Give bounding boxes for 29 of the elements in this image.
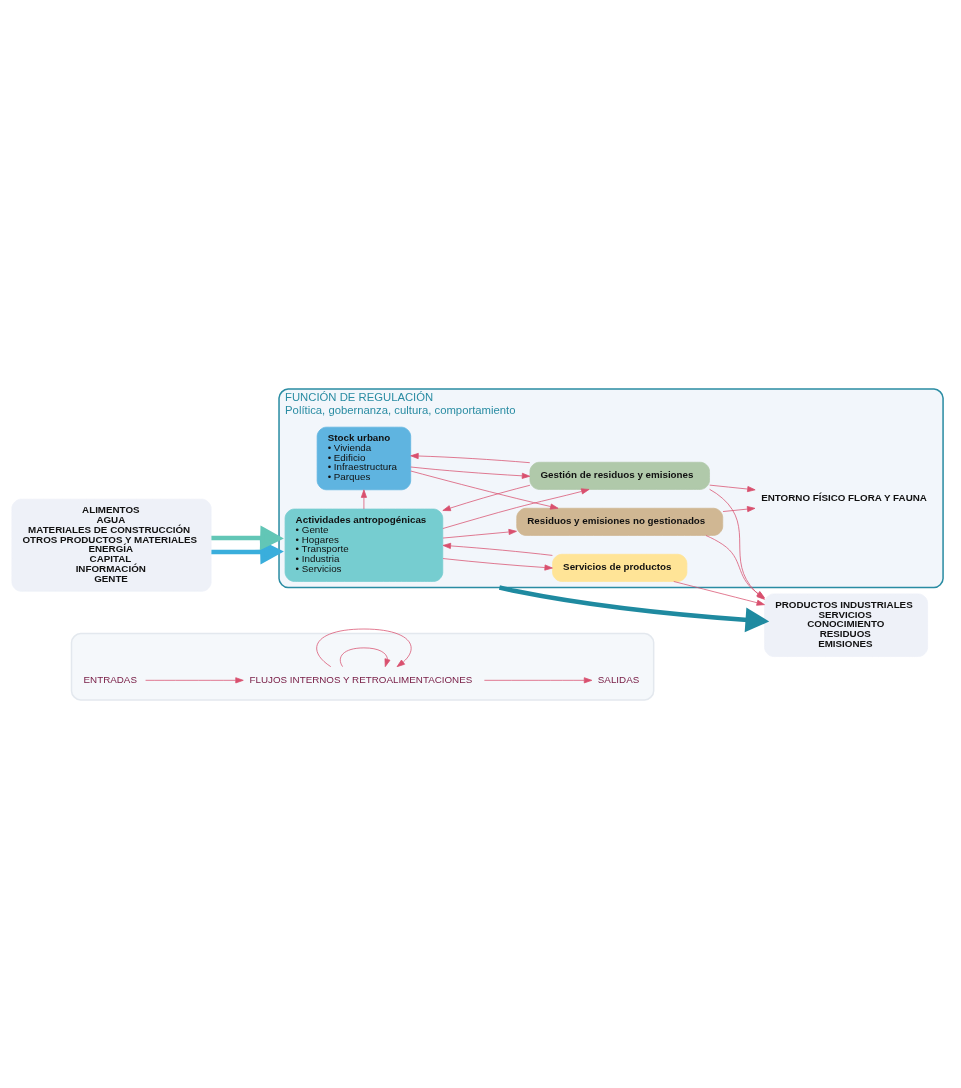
arrow xyxy=(498,584,770,632)
arrow xyxy=(442,484,531,511)
node-box: Stock urbano • Vivienda • Edificio • Infraestructura • Parques xyxy=(316,426,412,490)
arrow xyxy=(410,470,559,509)
arrow xyxy=(442,542,553,556)
node-text: FLUJOS INTERNOS Y RETROALIMENTACIONES xyxy=(249,673,473,685)
arrow xyxy=(145,676,244,683)
node-text: SALIDAS xyxy=(597,673,640,685)
arrow xyxy=(339,647,391,667)
arrow xyxy=(410,452,531,463)
cluster xyxy=(70,632,655,701)
arrow xyxy=(316,628,412,667)
arrow xyxy=(442,528,517,538)
node-box: PRODUCTOS INDUSTRIALES SERVICIOS CONOCIMIENTO RESIDUOS EMISIONES xyxy=(764,593,928,657)
arrow xyxy=(360,488,367,509)
arrow xyxy=(410,466,531,479)
node-box: Gestión de residuos y emisiones xyxy=(529,461,710,490)
node-box: ALIMENTOS AGUA MATERIALES DE CONSTRUCCIÓN OTROS PRODUCTOS Y MATERIALES ENERGÍA CAPITAL INFORMACIÓN GENTE xyxy=(11,498,212,592)
node-text: ENTRADAS xyxy=(83,673,137,685)
node-box: Actividades antropogénicas • Gente • Hogares • Transporte • Industria • Servicios xyxy=(284,508,444,582)
node-box: Residuos y emisiones no gestionados xyxy=(516,507,724,536)
arrow xyxy=(442,557,553,571)
node-box: Servicios de productos xyxy=(552,553,688,582)
arrow xyxy=(484,676,593,683)
node-text: ENTORNO FÍSICO FLORA Y FAUNA xyxy=(761,491,927,503)
arrow xyxy=(722,505,756,512)
arrow xyxy=(709,484,756,492)
arrow xyxy=(442,487,590,529)
arrow xyxy=(211,524,284,550)
